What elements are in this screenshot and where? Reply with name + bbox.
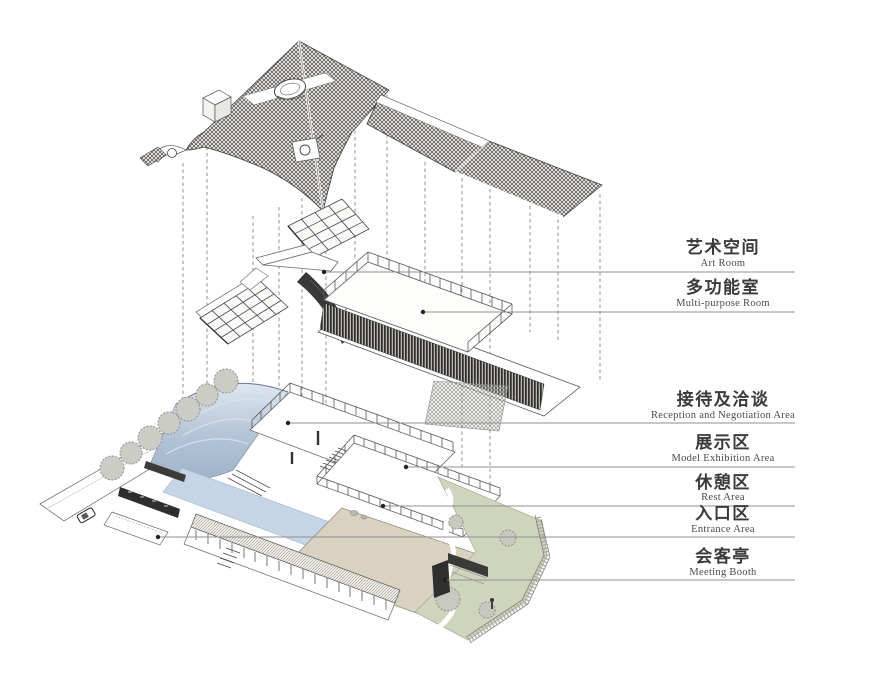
upper-floor-layer: [195, 198, 581, 432]
tree-icon: [137, 425, 163, 451]
tree-icon: [195, 383, 219, 407]
roof-skylight-oval: [273, 78, 307, 100]
label-entrance: 入口区 Entrance Area: [691, 504, 755, 535]
leader-dot: [155, 534, 161, 540]
rock-icon: [360, 514, 368, 520]
reception-canopy-mat: [424, 380, 509, 432]
ground-floor-layer: [39, 368, 551, 644]
leader-dot: [403, 464, 409, 470]
label-meeting-booth: 会客亭 Meeting Booth: [689, 546, 757, 578]
label-rest-en: Rest Area: [701, 492, 745, 503]
leader-dot: [380, 503, 386, 509]
tree-icon: [213, 368, 239, 394]
label-exhibition-zh: 展示区: [695, 433, 751, 452]
display-wall-dark: [118, 487, 180, 518]
leader-lines: [155, 269, 795, 583]
label-entrance-zh: 入口区: [695, 504, 751, 523]
car-icon: [76, 507, 96, 524]
art-room-walkway: [239, 244, 339, 291]
tree-icon: [499, 529, 517, 547]
trellis-screen-lower: [195, 274, 289, 345]
label-rest-area: 休憩区 Rest Area: [694, 472, 751, 503]
label-entrance-en: Entrance Area: [691, 524, 755, 535]
roof-layer: [139, 40, 603, 218]
roof-dormer-box: [202, 89, 232, 123]
roof-finial-detail: [291, 134, 324, 163]
box-louver-facade: [319, 302, 545, 411]
label-art-room-zh: 艺术空间: [686, 237, 760, 257]
tree-icon: [157, 411, 181, 435]
entrance-front-platform: [103, 461, 401, 621]
leader-dot: [321, 269, 327, 275]
tree-icon: [99, 455, 125, 481]
label-art-room: 艺术空间 Art Room: [686, 237, 760, 269]
tree-icon: [448, 514, 464, 530]
label-reception: 接待及洽谈 Reception and Negotiation Area: [651, 389, 795, 421]
meeting-booth-pavilion: [432, 553, 488, 598]
label-meeting-booth-zh: 会客亭: [695, 546, 751, 566]
label-column: 艺术空间 Art Room 多功能室 Multi-purpose Room 接待…: [651, 237, 795, 578]
label-exhibition: 展示区 Model Exhibition Area: [671, 433, 774, 464]
sunken-court: [103, 511, 169, 546]
tree-icon: [119, 441, 143, 465]
label-multi-purpose-room: 多功能室 Multi-purpose Room: [676, 277, 770, 309]
roof-eave-curl: [139, 145, 187, 167]
label-multi-purpose-zh: 多功能室: [686, 277, 760, 297]
rock-icon: [349, 510, 359, 516]
display-wall-dark: [144, 461, 186, 482]
label-rest-zh: 休憩区: [694, 472, 751, 492]
label-art-room-en: Art Room: [701, 258, 746, 269]
label-reception-zh: 接待及洽谈: [677, 389, 770, 409]
tree-row: [99, 368, 239, 481]
label-reception-en: Reception and Negotiation Area: [651, 410, 795, 421]
tree-icon: [478, 601, 496, 619]
leader-dot: [442, 577, 448, 583]
label-meeting-booth-en: Meeting Booth: [689, 567, 757, 578]
person-icon: [490, 598, 494, 609]
multi-purpose-room-box: [317, 251, 581, 417]
leader-dot: [420, 309, 426, 315]
leader-dot: [285, 420, 291, 426]
tree-icon: [175, 396, 201, 422]
label-exhibition-en: Model Exhibition Area: [671, 453, 774, 464]
label-multi-purpose-en: Multi-purpose Room: [676, 298, 770, 309]
roof-main-wing: [185, 40, 390, 212]
